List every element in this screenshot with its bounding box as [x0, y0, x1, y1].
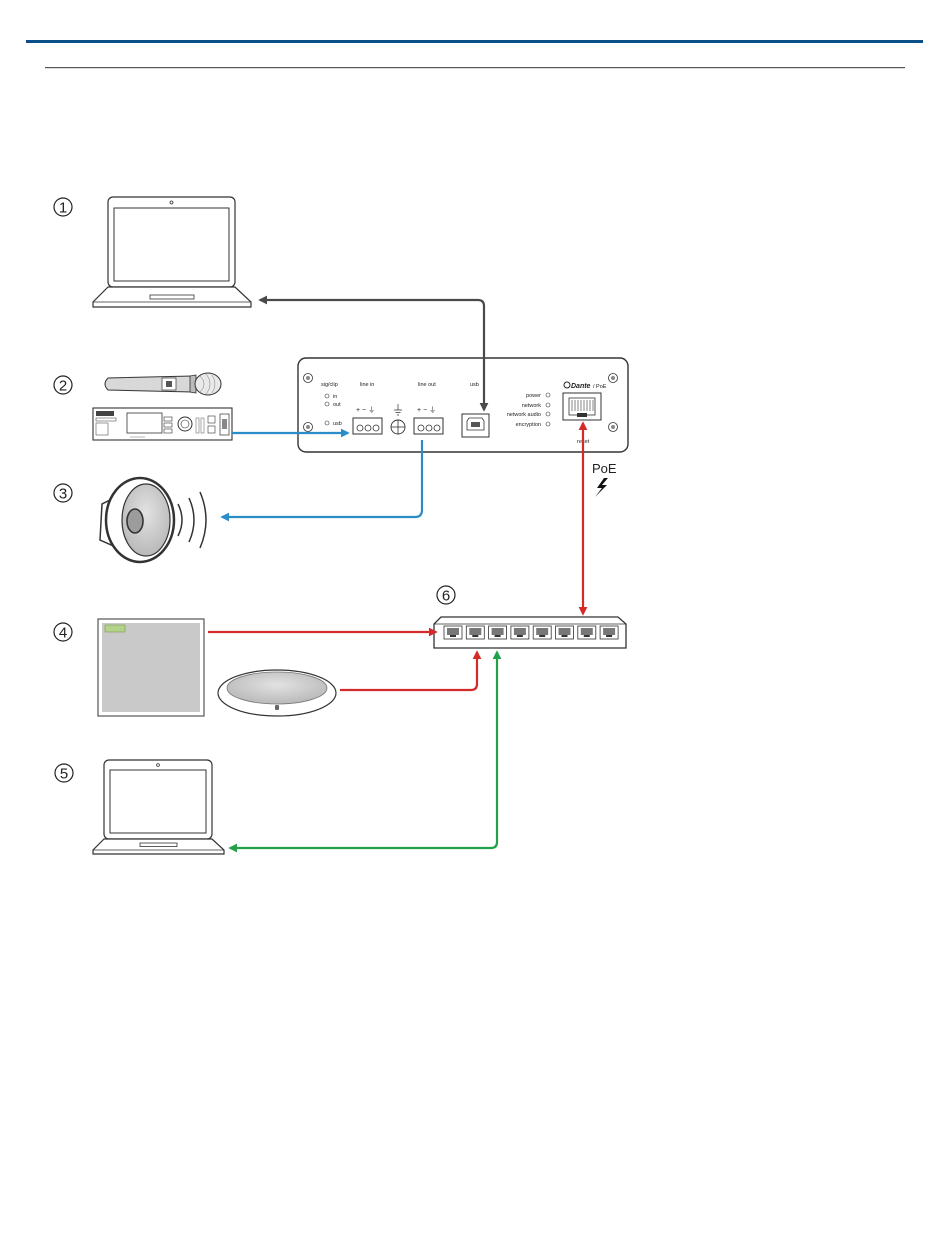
- wireless-receiver-icon: [93, 408, 232, 440]
- callout-5: 5: [55, 764, 73, 783]
- handheld-microphone-icon: [105, 373, 221, 395]
- status-power-label: power: [526, 393, 541, 399]
- switch-port: [600, 626, 618, 639]
- lightning-bolt-icon: [595, 478, 608, 497]
- screw-icon: [609, 374, 618, 383]
- led: [546, 403, 550, 407]
- status-encryption-label: encryption: [516, 422, 541, 428]
- svg-text:/ PoE: / PoE: [593, 384, 607, 390]
- status-network-audio-label: network audio: [507, 412, 541, 418]
- network-switch-icon: [434, 617, 626, 648]
- in-label: in: [333, 394, 337, 400]
- out-label: out: [333, 402, 341, 408]
- led: [325, 421, 329, 425]
- line-in-polarity: + − ⏚: [356, 406, 375, 414]
- usb-label: usb: [470, 382, 479, 388]
- callout-4: 4: [54, 623, 72, 642]
- dante-interface-panel: sig/clip in out usb line in + − ⏚ line o…: [298, 358, 628, 452]
- sig-clip-label: sig/clip: [321, 382, 338, 388]
- status-network-label: network: [522, 403, 542, 409]
- laptop-icon: [93, 760, 224, 854]
- led: [546, 393, 550, 397]
- sub-rule: [45, 67, 905, 68]
- led: [546, 412, 550, 416]
- svg-text:2: 2: [59, 378, 67, 395]
- callout-2: 2: [54, 376, 72, 395]
- line-in-connector: [353, 418, 382, 434]
- screw-icon: [304, 374, 313, 383]
- switch-port: [533, 626, 551, 639]
- switch-port: [489, 626, 507, 639]
- line-out-label: line out: [418, 382, 436, 388]
- table-mic-cable: [340, 652, 477, 690]
- switch-port: [578, 626, 596, 639]
- svg-text:6: 6: [442, 588, 450, 605]
- screw-icon: [304, 423, 313, 432]
- table-microphone-icon: [218, 670, 336, 716]
- poe-label: PoE: [592, 461, 617, 476]
- svg-text:5: 5: [60, 766, 68, 783]
- callout-6: 6: [437, 586, 455, 605]
- callout-1: 1: [54, 198, 72, 217]
- header-rule: [26, 40, 923, 43]
- svg-text:4: 4: [59, 625, 67, 642]
- switch-port: [511, 626, 529, 639]
- switch-port: [444, 626, 462, 639]
- svg-text:1: 1: [59, 200, 67, 217]
- loudspeaker-icon: [100, 478, 206, 562]
- usb-port-icon: [462, 414, 489, 437]
- led: [325, 402, 329, 406]
- led: [325, 394, 329, 398]
- screw-icon: [609, 423, 618, 432]
- svg-text:3: 3: [59, 486, 67, 503]
- switch-port: [466, 626, 484, 639]
- line-out-connector: [414, 418, 443, 434]
- ceiling-microphone-icon: [98, 619, 204, 716]
- callout-3: 3: [54, 484, 72, 503]
- line-in-label: line in: [360, 382, 374, 388]
- laptop-icon: [93, 197, 251, 307]
- switch-port: [556, 626, 574, 639]
- led: [546, 422, 550, 426]
- ethernet-port-icon: [563, 393, 601, 420]
- usb-led-label: usb: [333, 421, 342, 427]
- dante-logo: Dante / PoE: [564, 382, 607, 390]
- line-out-polarity: + − ⏚: [417, 406, 436, 414]
- svg-text:Dante: Dante: [571, 383, 591, 390]
